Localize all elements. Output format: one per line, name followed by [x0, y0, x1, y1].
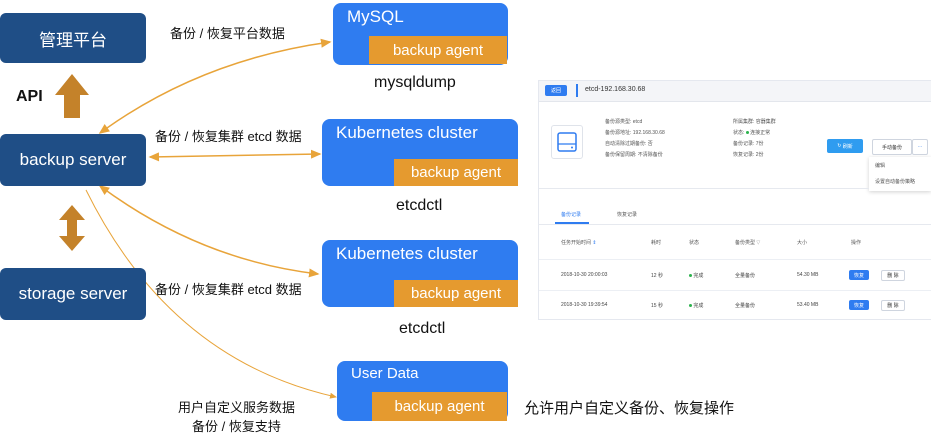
label-platform-data: 备份 / 恢复平台数据: [170, 26, 285, 41]
divider: [539, 188, 869, 189]
more-button[interactable]: ···: [912, 139, 928, 155]
status-dot: [689, 304, 692, 307]
info-left: 备份源类型: etcd 备份源地址: 192.168.30.68 自动清除过期备…: [605, 118, 665, 162]
back-button[interactable]: 返回: [545, 85, 567, 96]
k8s-1-backup-agent: backup agent: [394, 159, 518, 186]
row-duration: 12 秒: [651, 273, 663, 279]
filter-icon: ▽: [756, 240, 761, 246]
table-row: 2018-10-30 19:39:54 15 秒 完成 全量备份 53.40 M…: [539, 290, 931, 320]
row-time: 2018-10-30 20:00:03: [561, 272, 608, 278]
header-duration: 耗时: [651, 240, 662, 246]
more-dropdown: 编辑 设置自动备份策略: [869, 157, 931, 191]
manual-backup-button[interactable]: 手动备份: [872, 139, 912, 155]
info-right-row: 备份记录: 7份: [733, 141, 764, 147]
user-data-box: User Data backup agent: [337, 361, 508, 421]
backup-ui-screenshot: 返回 etcd-192.168.30.68 备份源类型: etcd 备份源地址:…: [538, 80, 931, 320]
arrow-to-k8s1: [148, 149, 322, 162]
mysql-title: MySQL: [347, 7, 404, 26]
arrow-to-mysql: [98, 38, 332, 134]
sort-icon: ⇕: [592, 240, 597, 246]
info-right-row: 状态: 连接正常: [733, 130, 771, 136]
instance-title: etcd-192.168.30.68: [585, 86, 646, 93]
storage-double-arrow: [59, 205, 85, 251]
right-note: 允许用户自定义备份、恢复操作: [524, 400, 735, 417]
api-up-arrow: [55, 74, 89, 118]
info-right-row: 恢复记录: 2份: [733, 152, 764, 158]
mysql-backup-agent: backup agent: [369, 36, 507, 64]
header-status: 状态: [689, 240, 700, 246]
menu-auto-backup-policy[interactable]: 设置自动备份策略: [875, 179, 916, 185]
restore-button[interactable]: 恢复: [849, 300, 869, 310]
server-icon-graphic: [557, 132, 577, 152]
row-status: 完成: [689, 272, 703, 279]
label-user-restore: 备份 / 恢复支持: [192, 419, 281, 434]
tab-divider: [539, 224, 931, 225]
info-left-row: 备份保留周期: 不清除备份: [605, 152, 663, 158]
info-left-row: 备份源类型: etcd: [605, 119, 643, 125]
header-actions: 操作: [851, 240, 862, 246]
header-size: 大小: [797, 240, 808, 246]
row-time: 2018-10-30 19:39:54: [561, 302, 608, 308]
tab-active-underline: [555, 222, 589, 224]
label-user-service: 用户自定义服务数据: [178, 400, 296, 415]
api-label: API: [16, 88, 43, 105]
mysqldump-label: mysqldump: [374, 74, 456, 91]
row-size: 53.40 MB: [797, 302, 819, 308]
table-row: 2018-10-30 20:00:03 12 秒 完成 全量备份 54.30 M…: [539, 259, 931, 290]
etcdctl-label-1: etcdctl: [396, 197, 443, 214]
info-right-row: 所属集群: 容器集群: [733, 119, 776, 125]
info-left-row: 自动清除过期备份: 否: [605, 141, 653, 147]
status-dot: [745, 131, 749, 134]
server-icon: [551, 125, 583, 159]
restore-button[interactable]: 恢复: [849, 270, 869, 280]
row-status: 完成: [689, 302, 703, 309]
label-etcd-1: 备份 / 恢复集群 etcd 数据: [155, 129, 302, 144]
storage-server-box: storage server: [0, 268, 146, 320]
row-size: 54.30 MB: [797, 272, 819, 278]
refresh-icon: ↻: [837, 143, 843, 149]
user-data-title: User Data: [351, 365, 419, 382]
k8s-cluster-1-title: Kubernetes cluster: [336, 123, 478, 142]
backup-server-box: backup server: [0, 134, 146, 186]
label-etcd-2: 备份 / 恢复集群 etcd 数据: [155, 282, 302, 297]
k8s-cluster-1-box: Kubernetes cluster backup agent: [322, 119, 518, 186]
row-type: 全量备份: [735, 303, 756, 309]
arrow-to-userdata: [85, 189, 337, 399]
row-duration: 15 秒: [651, 303, 663, 309]
header-type[interactable]: 备份类型 ▽: [735, 240, 761, 246]
header-start-time[interactable]: 任务开始时间 ⇕: [561, 240, 597, 246]
info-left-row: 备份源地址: 192.168.30.68: [605, 130, 665, 136]
info-right: 所属集群: 容器集群 状态: 连接正常 备份记录: 7份 恢复记录: 2份: [733, 118, 776, 162]
etcdctl-label-2: etcdctl: [399, 320, 446, 337]
k8s-2-backup-agent: backup agent: [394, 280, 518, 307]
title-separator: [576, 84, 578, 97]
k8s-cluster-2-title: Kubernetes cluster: [336, 244, 478, 263]
arrow-to-k8s2: [98, 185, 320, 278]
mysql-box: MySQL backup agent: [333, 3, 508, 65]
table-header: 任务开始时间 ⇕ 耗时 状态 备份类型 ▽ 大小 操作: [539, 239, 931, 251]
refresh-button[interactable]: ↻ 刷新: [827, 139, 863, 153]
management-platform-box: 管理平台: [0, 13, 146, 63]
menu-edit[interactable]: 编辑: [875, 163, 886, 169]
delete-button[interactable]: 删 除: [881, 270, 905, 281]
screenshot-topbar: 返回 etcd-192.168.30.68: [539, 81, 931, 102]
delete-button[interactable]: 删 除: [881, 300, 905, 311]
k8s-cluster-2-box: Kubernetes cluster backup agent: [322, 240, 518, 307]
tab-restore-records[interactable]: 恢复记录: [617, 212, 638, 218]
status-dot: [689, 274, 692, 277]
tab-backup-records[interactable]: 备份记录: [561, 212, 582, 218]
row-type: 全量备份: [735, 273, 756, 279]
user-data-backup-agent: backup agent: [372, 392, 507, 421]
